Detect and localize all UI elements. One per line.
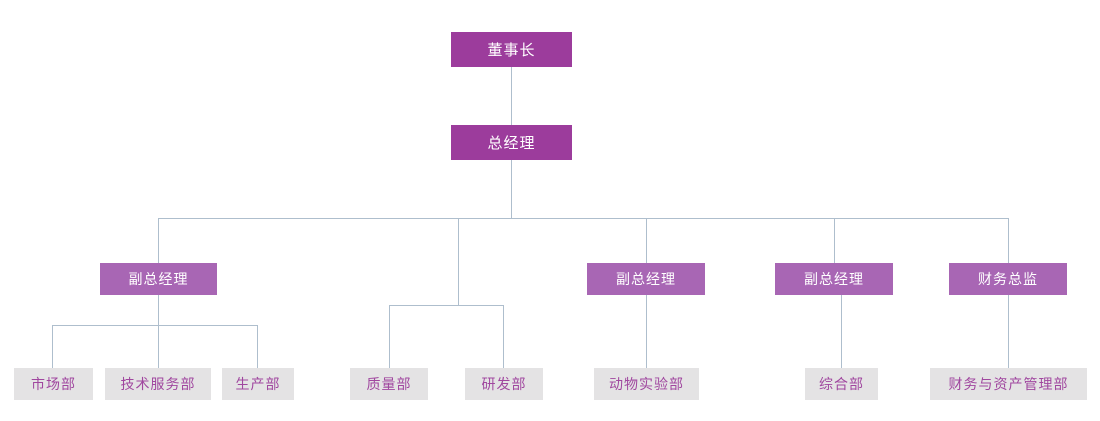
node-dept-animal-lab-label: 动物实验部 [609, 377, 684, 393]
node-vice-general-manager-1[interactable]: 副总经理 [100, 263, 217, 295]
connector-bus-drop-vp1 [158, 218, 159, 263]
node-dept-production-label: 生产部 [235, 377, 281, 393]
node-cfo-label: 财务总监 [978, 272, 1038, 288]
node-dept-animal-lab[interactable]: 动物实验部 [594, 368, 699, 400]
node-dept-general-affairs-label: 综合部 [819, 377, 864, 393]
node-dept-market-label: 市场部 [31, 377, 76, 393]
node-vice-general-manager-3[interactable]: 副总经理 [775, 263, 893, 295]
node-dept-rnd[interactable]: 研发部 [465, 368, 543, 400]
node-vice-general-manager-3-label: 副总经理 [804, 272, 864, 288]
connector-branch2-drop-quality [389, 305, 390, 368]
node-dept-finance-asset-label: 财务与资产管理部 [948, 377, 1069, 393]
node-vice-general-manager-1-label: 副总经理 [128, 272, 189, 288]
connector-main-bus [158, 218, 1009, 219]
connector-bus-drop-cfo [1008, 218, 1009, 263]
node-dept-general-affairs[interactable]: 综合部 [805, 368, 878, 400]
connector-chairman-to-gm [511, 67, 512, 125]
node-vice-general-manager-2[interactable]: 副总经理 [587, 263, 705, 295]
node-general-manager[interactable]: 总经理 [451, 125, 572, 160]
connector-vp2-to-animal-lab [646, 295, 647, 368]
node-dept-quality[interactable]: 质量部 [350, 368, 428, 400]
node-dept-production[interactable]: 生产部 [222, 368, 294, 400]
node-dept-rnd-label: 研发部 [481, 377, 527, 393]
connector-vp1-sub-bus [52, 325, 258, 326]
connector-branch2-drop-rnd [503, 305, 504, 368]
node-dept-tech-service[interactable]: 技术服务部 [105, 368, 211, 400]
connector-vp1-drop-market [52, 325, 53, 368]
connector-gm-to-bus [511, 160, 512, 218]
connector-cfo-to-finance-asset [1008, 295, 1009, 368]
node-general-manager-label: 总经理 [487, 134, 536, 152]
connector-bus-drop-vp2 [646, 218, 647, 263]
node-chairman-label: 董事长 [487, 41, 536, 59]
node-dept-tech-service-label: 技术服务部 [120, 377, 196, 393]
node-dept-finance-asset[interactable]: 财务与资产管理部 [930, 368, 1087, 400]
connector-vp1-drop-tech-service [158, 325, 159, 368]
node-cfo[interactable]: 财务总监 [949, 263, 1067, 295]
connector-bus-drop-vp3 [834, 218, 835, 263]
node-chairman[interactable]: 董事长 [451, 32, 572, 67]
connector-branch2-sub-bus [389, 305, 504, 306]
node-vice-general-manager-2-label: 副总经理 [616, 272, 676, 288]
node-dept-quality-label: 质量部 [366, 377, 412, 393]
connector-vp1-drop-production [257, 325, 258, 368]
connector-bus-drop-branch2 [458, 218, 459, 305]
node-dept-market[interactable]: 市场部 [14, 368, 93, 400]
connector-vp1-stem [158, 295, 159, 325]
connector-vp3-to-general-affairs [841, 295, 842, 368]
